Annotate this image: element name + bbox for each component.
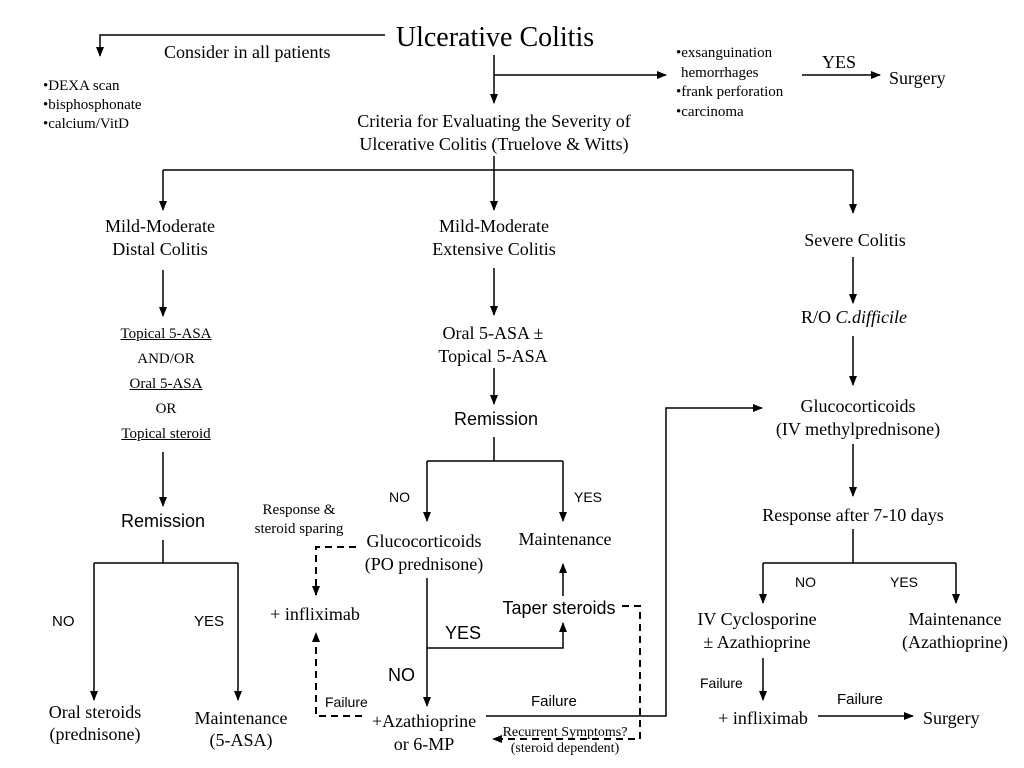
- edge-gluco-taper: [427, 622, 567, 649]
- distal-title-line: Distal Colitis: [112, 239, 208, 259]
- consider-label: Consider in all patients: [164, 42, 331, 62]
- severe-cyclosporine: IV Cyclosporine ± Azathioprine: [697, 608, 816, 654]
- severe-maintenance-line: (Azathioprine): [902, 632, 1008, 652]
- consider-item: •DEXA scan: [43, 78, 120, 94]
- extensive-recurrent-symptoms: Recurrent Symptoms? (steroid dependent): [503, 725, 628, 757]
- distal-treatments: Topical 5-ASA AND/OR Oral 5-ASA OR Topic…: [120, 322, 211, 447]
- diagram-title: Ulcerative Colitis: [395, 22, 595, 53]
- extensive-glucocorticoids-line: Glucocorticoids: [366, 531, 482, 551]
- distal-oral-steroids-line: Oral steroids: [48, 702, 142, 722]
- consider-item: •bisphosphonate: [43, 97, 142, 113]
- edge-dashed-aza-infliximab: [312, 632, 362, 717]
- edge-aza-to-iv-gluco: [486, 404, 763, 717]
- distal-oral-steroids-line: (prednisone): [49, 724, 141, 744]
- distal-treatment-item: Oral 5-ASA: [129, 376, 203, 392]
- emergency-item: •exsanguination: [676, 45, 773, 61]
- severe-failure1-label: Failure: [700, 675, 743, 691]
- severe-surgery: Surgery: [923, 708, 980, 728]
- extensive-no-label: NO: [389, 489, 410, 505]
- criteria-line: Criteria for Evaluating the Severity of: [357, 111, 631, 131]
- severe-infliximab: + infliximab: [718, 708, 808, 728]
- severe-glucocorticoids-line: (IV methylprednisone): [775, 419, 941, 439]
- distal-oral-steroids: Oral steroids (prednisone): [49, 701, 141, 745]
- extensive-recurrent-line: (steroid dependent): [510, 741, 620, 756]
- severe-ro-prefix: R/O: [800, 307, 836, 327]
- extensive-treatment-line: Topical 5-ASA: [438, 346, 548, 366]
- severe-cyclosporine-line: IV Cyclosporine: [697, 609, 817, 629]
- extensive-taper-steroids: Taper steroids: [502, 598, 616, 618]
- edge-dashed-gluco-infliximab: [312, 546, 356, 596]
- emergency-item: •carcinoma: [676, 103, 744, 120]
- severe-ro-cdiff: R/O C.difficile: [801, 307, 907, 328]
- emergency-yes-label: YES: [822, 52, 857, 72]
- severe-ro-organism: C.difficile: [835, 307, 908, 327]
- extensive-response-line: steroid sparing: [254, 521, 344, 537]
- extensive-title-line: Mild-Moderate: [439, 216, 549, 236]
- extensive-yes-label: YES: [574, 489, 603, 505]
- consider-item: •calcium/VitD: [43, 116, 129, 132]
- extensive-infliximab: + infliximab: [270, 604, 360, 624]
- extensive-response-line: Response &: [262, 502, 336, 518]
- extensive-yes2-label: YES: [445, 623, 482, 643]
- extensive-azathioprine-line: or 6-MP: [393, 734, 455, 754]
- severe-glucocorticoids-line: Glucocorticoids: [800, 396, 916, 416]
- distal-title: Mild-Moderate Distal Colitis: [105, 215, 215, 261]
- extensive-azathioprine: +Azathioprine or 6-MP: [372, 710, 476, 756]
- criteria-heading: Criteria for Evaluating the Severity of …: [357, 110, 630, 156]
- extensive-treatment-line: Oral 5-ASA ±: [442, 323, 544, 343]
- extensive-recurrent-line: Recurrent Symptoms?: [502, 725, 628, 740]
- extensive-azathioprine-line: +Azathioprine: [371, 711, 477, 731]
- extensive-glucocorticoids-line: (PO prednisone): [364, 554, 484, 574]
- severe-maintenance: Maintenance (Azathioprine): [902, 608, 1008, 654]
- distal-maintenance-line: (5-ASA): [209, 730, 273, 750]
- extensive-treatment: Oral 5-ASA ± Topical 5-ASA: [438, 322, 547, 368]
- distal-maintenance-line: Maintenance: [194, 708, 288, 728]
- distal-treatment-item: Topical steroid: [121, 426, 211, 442]
- distal-yes-label: YES: [194, 613, 225, 630]
- distal-no-label: NO: [52, 613, 75, 630]
- distal-maintenance: Maintenance (5-ASA): [195, 707, 288, 751]
- emergency-item: hemorrhages: [681, 64, 759, 81]
- extensive-failure2-label: Failure: [531, 693, 577, 710]
- distal-remission: Remission: [120, 511, 206, 531]
- distal-treatment-item: OR: [155, 401, 177, 417]
- consider-list: •DEXA scan •bisphosphonate •calcium/VitD: [43, 77, 142, 134]
- distal-title-line: Mild-Moderate: [105, 216, 215, 236]
- severe-glucocorticoids: Glucocorticoids (IV methylprednisone): [776, 395, 940, 441]
- extensive-title-line: Extensive Colitis: [432, 239, 556, 259]
- severe-yes-label: YES: [890, 574, 919, 590]
- emergency-surgery: Surgery: [889, 68, 946, 88]
- extensive-failure1-label: Failure: [325, 694, 368, 710]
- emergency-item: •frank perforation: [676, 84, 784, 100]
- emergency-list: •exsanguination hemorrhages •frank perfo…: [676, 44, 783, 122]
- distal-treatment-item: AND/OR: [137, 351, 195, 367]
- extensive-response-label: Response & steroid sparing: [255, 501, 344, 539]
- extensive-no2-label: NO: [388, 665, 415, 685]
- severe-response: Response after 7-10 days: [762, 505, 944, 525]
- severe-no-label: NO: [795, 574, 816, 590]
- edge-title-consider: [96, 34, 385, 57]
- distal-treatment-item: Topical 5-ASA: [120, 326, 212, 342]
- severe-title: Severe Colitis: [804, 230, 906, 250]
- criteria-line: Ulcerative Colitis (Truelove & Witts): [359, 134, 629, 154]
- severe-failure2-label: Failure: [837, 691, 883, 708]
- extensive-remission: Remission: [453, 409, 539, 429]
- severe-maintenance-line: Maintenance: [908, 609, 1002, 629]
- extensive-title: Mild-Moderate Extensive Colitis: [432, 215, 556, 261]
- extensive-maintenance: Maintenance: [518, 529, 612, 549]
- extensive-glucocorticoids: Glucocorticoids (PO prednisone): [365, 530, 483, 576]
- severe-cyclosporine-line: ± Azathioprine: [703, 632, 811, 652]
- edge-dashed-taper-recurrent: [492, 605, 641, 743]
